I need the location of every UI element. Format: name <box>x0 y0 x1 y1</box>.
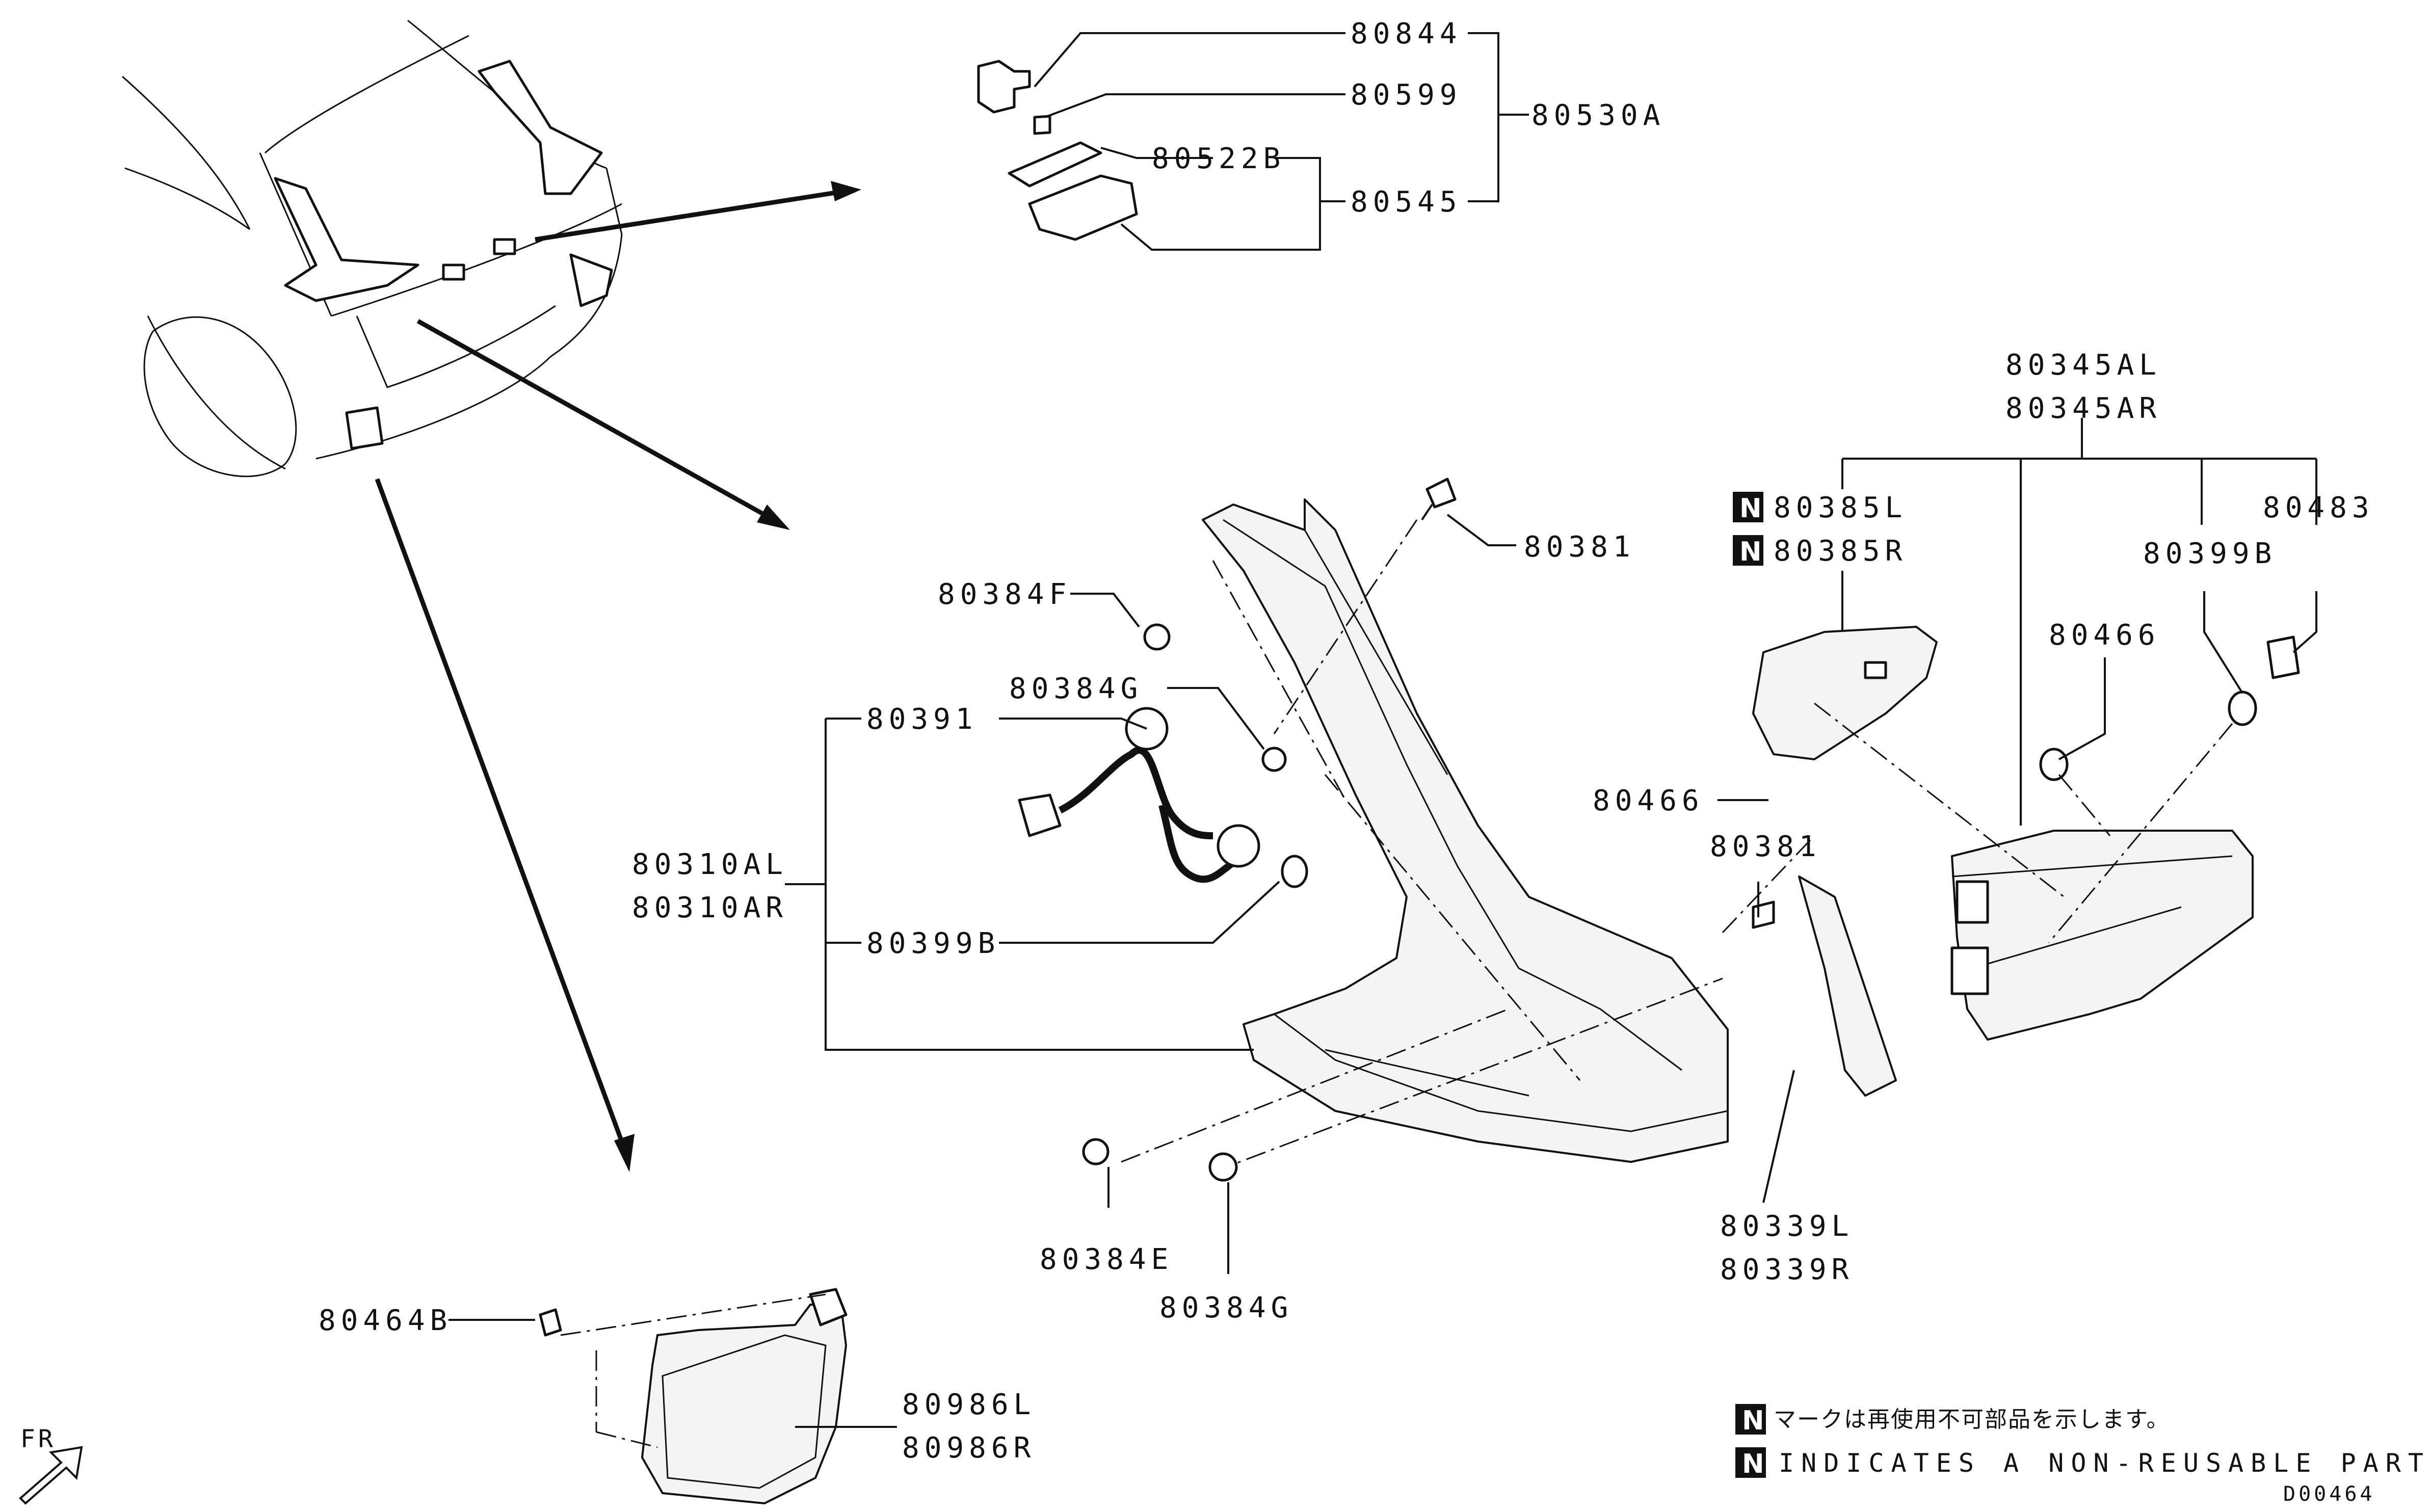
license-lamp-leaders <box>1034 32 1529 251</box>
label-80384G-top: 80384G <box>1009 672 1143 705</box>
svg-text:N: N <box>1739 537 1762 567</box>
leader-arrows <box>375 181 861 1172</box>
right-group-parts <box>2039 635 2300 781</box>
label-80384F: 80384F <box>938 578 1071 611</box>
tail-lamp-dash-lines <box>1121 519 1815 1173</box>
label-80339L: 80339L <box>1720 1210 1854 1243</box>
license-lamp-assembly <box>977 60 1138 241</box>
n-mark-icon: N <box>1735 1404 1766 1436</box>
label-80385R: 80385R <box>1774 535 1907 568</box>
label-80986R: 80986R <box>902 1431 1036 1465</box>
svg-text:N: N <box>1742 1449 1764 1479</box>
label-80844: 80844 <box>1351 17 1462 50</box>
fog-lamp-leaders <box>448 1293 897 1448</box>
gasket-80339 <box>1762 876 1897 1203</box>
label-80483: 80483 <box>2263 491 2374 524</box>
wiring-harness <box>1018 707 1308 888</box>
label-80530A: 80530A <box>1531 99 1665 132</box>
label-80545: 80545 <box>1351 185 1462 219</box>
label-80599: 80599 <box>1351 78 1462 112</box>
label-80384E: 80384E <box>1040 1243 1173 1276</box>
label-80345AR: 80345AR <box>2005 392 2161 425</box>
n-mark-icon: N <box>1733 492 1763 524</box>
label-80339R: 80339R <box>1720 1253 1854 1286</box>
n-mark-icon: N <box>1735 1447 1766 1479</box>
label-80466-upper: 80466 <box>2049 619 2160 652</box>
rear-fog-lamp <box>539 1288 848 1504</box>
label-80466-lower: 80466 <box>1593 784 1704 817</box>
combination-lamp <box>1950 830 2254 1041</box>
label-80399B-right: 80399B <box>2143 537 2277 570</box>
label-80345AL: 80345AL <box>2005 349 2161 382</box>
label-80381-mid: 80381 <box>1710 830 1821 863</box>
label-80310AL: 80310AL <box>632 848 788 881</box>
label-80399B-left: 80399B <box>866 927 1000 960</box>
label-80986L: 80986L <box>902 1388 1036 1421</box>
label-80385L: 80385L <box>1774 491 1907 524</box>
right-group-leaders <box>1814 418 2317 943</box>
label-80310AR: 80310AR <box>632 891 788 924</box>
direction-label: FR <box>20 1425 56 1453</box>
svg-text:N: N <box>1742 1405 1764 1436</box>
svg-text:N: N <box>1739 493 1762 524</box>
fr-arrow-icon <box>19 1446 83 1505</box>
legend-english-note: INDICATES A NON-REUSABLE PART. <box>1779 1448 2430 1478</box>
legend-japanese-note: マークは再使用不可部品を示します。 <box>1774 1407 2170 1433</box>
label-80381-top: 80381 <box>1524 530 1635 564</box>
label-80384G-bottom: 80384G <box>1159 1291 1293 1324</box>
tail-lamp-body <box>1202 498 1729 1163</box>
drawing-code: D00464 <box>2283 1482 2375 1506</box>
label-80522B: 80522B <box>1152 142 1285 175</box>
label-80391: 80391 <box>866 703 978 736</box>
label-80464B: 80464B <box>319 1304 452 1337</box>
vehicle-rear-illustration <box>122 19 623 478</box>
bracket-80385 <box>1752 626 1938 760</box>
tail-lamp-leaders <box>785 514 1768 1274</box>
n-mark-icon: N <box>1733 535 1763 567</box>
